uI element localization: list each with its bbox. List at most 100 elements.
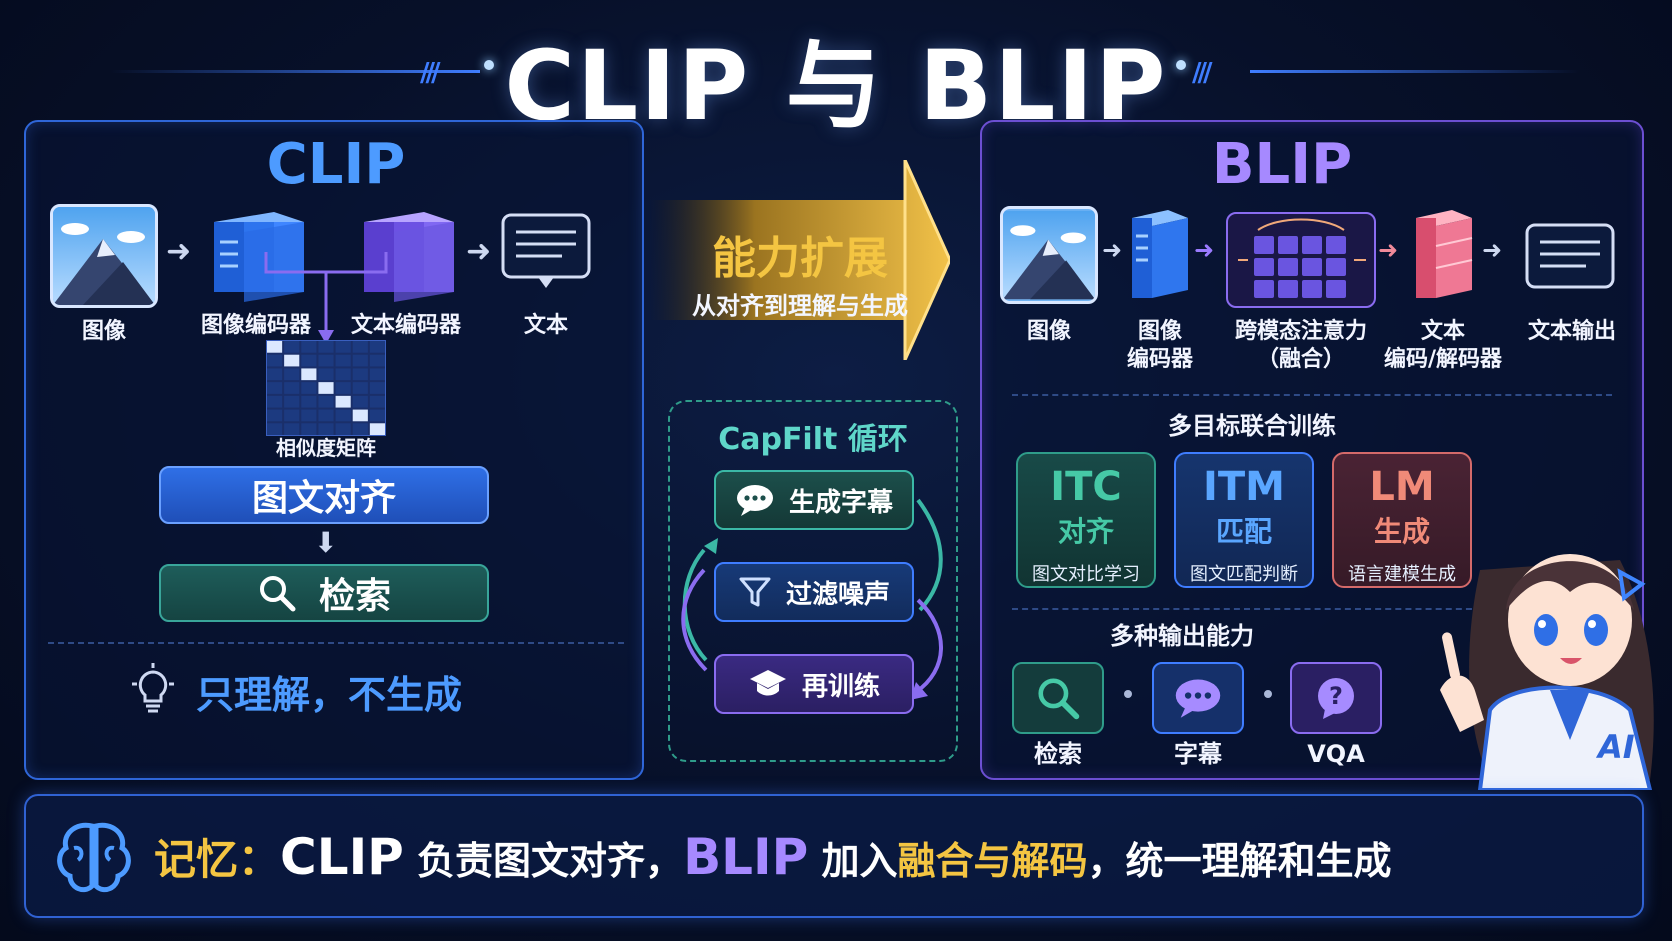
cross-attention-label-2: （融合） [1256, 347, 1345, 372]
matrix-cell [335, 382, 351, 394]
capfilt-step-retrain[interactable]: 再训练 [714, 654, 914, 714]
attention-cell [1326, 236, 1346, 254]
arrow-right-icon: ➜ [1194, 236, 1215, 264]
matrix-cell [335, 354, 351, 367]
matrix-cell [335, 409, 351, 422]
search-icon [259, 576, 296, 612]
output-retrieval-label: 检索 [1034, 740, 1082, 768]
similarity-matrix-label: 相似度矩阵 [276, 436, 376, 460]
matrix-cell [301, 395, 317, 408]
matrix-cell [369, 409, 385, 422]
capfilt-step-filter-noise[interactable]: 过滤噪声 [714, 562, 914, 622]
clip-text-label: 文本 [523, 313, 568, 338]
svg-text:?: ? [1329, 682, 1343, 710]
capfilt-cycle-arrows [681, 498, 943, 700]
memory-summary-bar: 记忆：CLIP 负责图文对齐，BLIP 加入融合与解码，统一理解和生成 [24, 794, 1644, 918]
objective-name: 匹配 [1215, 515, 1272, 548]
mascot-ai-badge: AI [1598, 728, 1635, 766]
image-encoder-stack-icon [214, 212, 304, 302]
memory-blip: BLIP [683, 828, 809, 886]
objective-lm[interactable]: LM 生成 语言建模生成 [1332, 452, 1472, 588]
output-retrieval-tile[interactable] [1012, 662, 1104, 734]
objective-itc[interactable]: ITC 对齐 图文对比学习 [1016, 452, 1156, 588]
image-text-alignment-button[interactable]: 图文对齐 [159, 466, 489, 524]
matrix-cell [318, 341, 334, 353]
matrix-cell [301, 409, 317, 422]
attention-cell [1326, 280, 1346, 298]
title-decor-left [110, 70, 480, 73]
matrix-cell [369, 368, 385, 381]
matrix-cell [369, 382, 385, 394]
separator-dot [1124, 690, 1132, 698]
objective-desc: 图文匹配判断 [1190, 564, 1298, 585]
matrix-cell [352, 354, 368, 367]
matrix-cell [284, 382, 300, 394]
matrix-cell [267, 423, 283, 435]
text-codec-stack-icon [1416, 210, 1473, 298]
matrix-cell [369, 341, 385, 353]
matrix-diagonal-cell [352, 409, 368, 422]
filter-funnel-icon [739, 577, 771, 607]
image-text-alignment-label: 图文对齐 [251, 478, 396, 519]
clip-image-thumbnail [50, 204, 158, 308]
output-caption-label: 字幕 [1174, 740, 1222, 768]
matrix-cell [301, 423, 317, 435]
capability-expansion-subtitle: 从对齐到理解与生成 [692, 292, 908, 320]
chat-icon [1175, 679, 1221, 718]
separator-dot [1264, 690, 1272, 698]
arrow-right-icon: ➜ [466, 234, 492, 269]
retrieval-label: 检索 [318, 576, 391, 617]
clip-panel: CLIP 图像 ➜ 图像编码器 [24, 120, 644, 780]
output-caption-tile[interactable] [1152, 662, 1244, 734]
matrix-diagonal-cell [318, 382, 334, 394]
chat-bubble-icon [736, 485, 773, 516]
objective-name: 生成 [1373, 515, 1430, 548]
attention-cell [1278, 258, 1298, 276]
matrix-cell [335, 368, 351, 381]
memory-part3: ，统一理解和生成 [1087, 839, 1392, 883]
matrix-cell [318, 354, 334, 367]
matrix-cell [318, 409, 334, 422]
matrix-cell [318, 423, 334, 435]
matrix-cell [267, 382, 283, 394]
text-codec-label-2: 编码/解码器 [1383, 347, 1503, 372]
memory-sentence: 记忆：CLIP 负责图文对齐，BLIP 加入融合与解码，统一理解和生成 [154, 826, 1392, 887]
matrix-cell [318, 395, 334, 408]
matrix-cell [335, 423, 351, 435]
matrix-cell [284, 409, 300, 422]
output-vqa-tile[interactable]: ? [1290, 662, 1382, 734]
retrieval-button[interactable]: 检索 [159, 564, 489, 622]
graduation-cap-icon [749, 670, 786, 696]
objective-code: ITC [1050, 464, 1122, 510]
attention-cell [1302, 280, 1322, 298]
arrow-right-icon: ➜ [1378, 236, 1399, 264]
matrix-cell [301, 382, 317, 394]
matrix-diagonal-cell [267, 341, 283, 353]
title-decor-right-chevrons: /// [1192, 58, 1212, 88]
cross-attention-block [1226, 212, 1376, 308]
capfilt-step-generate-captions[interactable]: 生成字幕 [714, 470, 914, 530]
objective-name: 对齐 [1057, 515, 1114, 548]
objective-code: ITM [1203, 464, 1285, 510]
clip-text-encoder-label: 文本编码器 [350, 313, 461, 338]
matrix-cell [267, 395, 283, 408]
objective-itm[interactable]: ITM 匹配 图文匹配判断 [1174, 452, 1314, 588]
attention-cell [1254, 236, 1274, 254]
matrix-cell [352, 368, 368, 381]
matrix-cell [352, 395, 368, 408]
matrix-cell [318, 368, 334, 381]
memory-part2: 加入 [808, 839, 898, 883]
clip-image-label: 图像 [81, 319, 126, 344]
clip-divider [48, 642, 624, 644]
capfilt-loop-title: CapFilt 循环 [718, 422, 908, 457]
matrix-cell [284, 368, 300, 381]
attention-cell [1278, 280, 1298, 298]
matrix-diagonal-cell [369, 423, 385, 435]
mountain-image-icon [53, 207, 155, 305]
capability-expansion-title: 能力扩展 [712, 233, 888, 284]
arrow-right-icon: ➜ [166, 234, 192, 269]
blip-image-encoder-label-2: 编码器 [1126, 347, 1193, 372]
cross-attention-label-1: 跨模态注意力 [1234, 319, 1367, 344]
arrow-right-icon: ➜ [1102, 236, 1123, 264]
mascot-character-illustration [1440, 554, 1654, 790]
